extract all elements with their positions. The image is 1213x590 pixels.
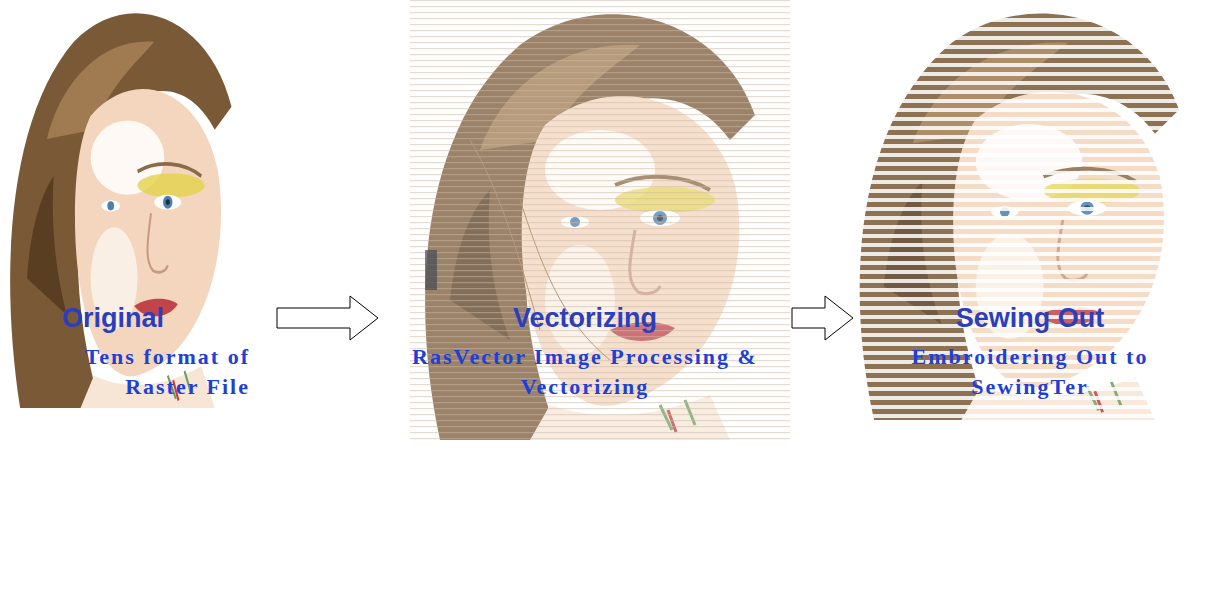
stitch-stripes [845, 0, 1213, 420]
panel-heading: Original [40, 300, 270, 336]
panel-caption: OriginalTens format of Raster File [40, 300, 270, 402]
panel-description: Embroidering Out to SewingTer [860, 342, 1200, 402]
panel-heading: Sewing Out [860, 300, 1200, 336]
panel-description: Tens format of Raster File [40, 342, 270, 402]
block-arrow [277, 296, 378, 340]
vector-artifact [425, 250, 437, 290]
panel-heading: Vectorizing [385, 300, 785, 336]
panel-caption: VectorizingRasVector Image Processing & … [385, 300, 785, 402]
panel-caption: Sewing OutEmbroidering Out to SewingTer [860, 300, 1200, 402]
panel-description: RasVector Image Processing & Vectorizing [385, 342, 785, 402]
block-arrow [792, 296, 853, 340]
